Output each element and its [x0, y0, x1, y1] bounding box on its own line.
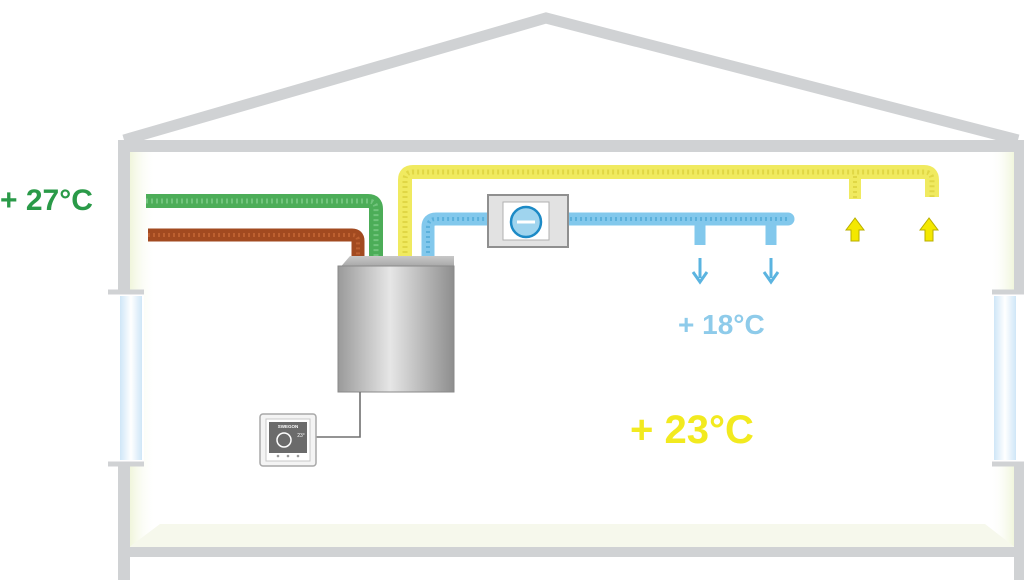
- supply-arrow-2-icon: [762, 258, 780, 285]
- supply-arrow-1-icon: [691, 258, 709, 285]
- control-cable: [314, 392, 361, 438]
- supply-temperature-label: + 18°C: [678, 309, 765, 340]
- house-outline: [108, 12, 1024, 580]
- return-arrow-1-icon: [845, 217, 865, 242]
- thermostat: SWEGON 23°: [259, 413, 317, 467]
- minus-circle-icon: [509, 205, 543, 239]
- heat-pump-unit: [337, 256, 455, 393]
- left-window: [108, 289, 144, 467]
- thermostat-dial-icon: [276, 432, 292, 448]
- room-temperature-label: + 23°C: [630, 408, 754, 452]
- roof: [122, 12, 1020, 146]
- thermostat-display-temp: 23°: [297, 433, 305, 439]
- thermostat-brand: SWEGON: [278, 424, 299, 429]
- outside-temperature-label: + 27°C: [0, 184, 93, 217]
- exhaust-duct: [148, 228, 365, 262]
- return-arrow-2-icon: [919, 217, 939, 242]
- supply-duct: [421, 212, 795, 258]
- right-window: [992, 289, 1024, 467]
- supply-fan: [487, 194, 569, 248]
- return-duct: [398, 165, 939, 258]
- intake-duct: [146, 194, 383, 258]
- floor-shading: [128, 524, 1016, 548]
